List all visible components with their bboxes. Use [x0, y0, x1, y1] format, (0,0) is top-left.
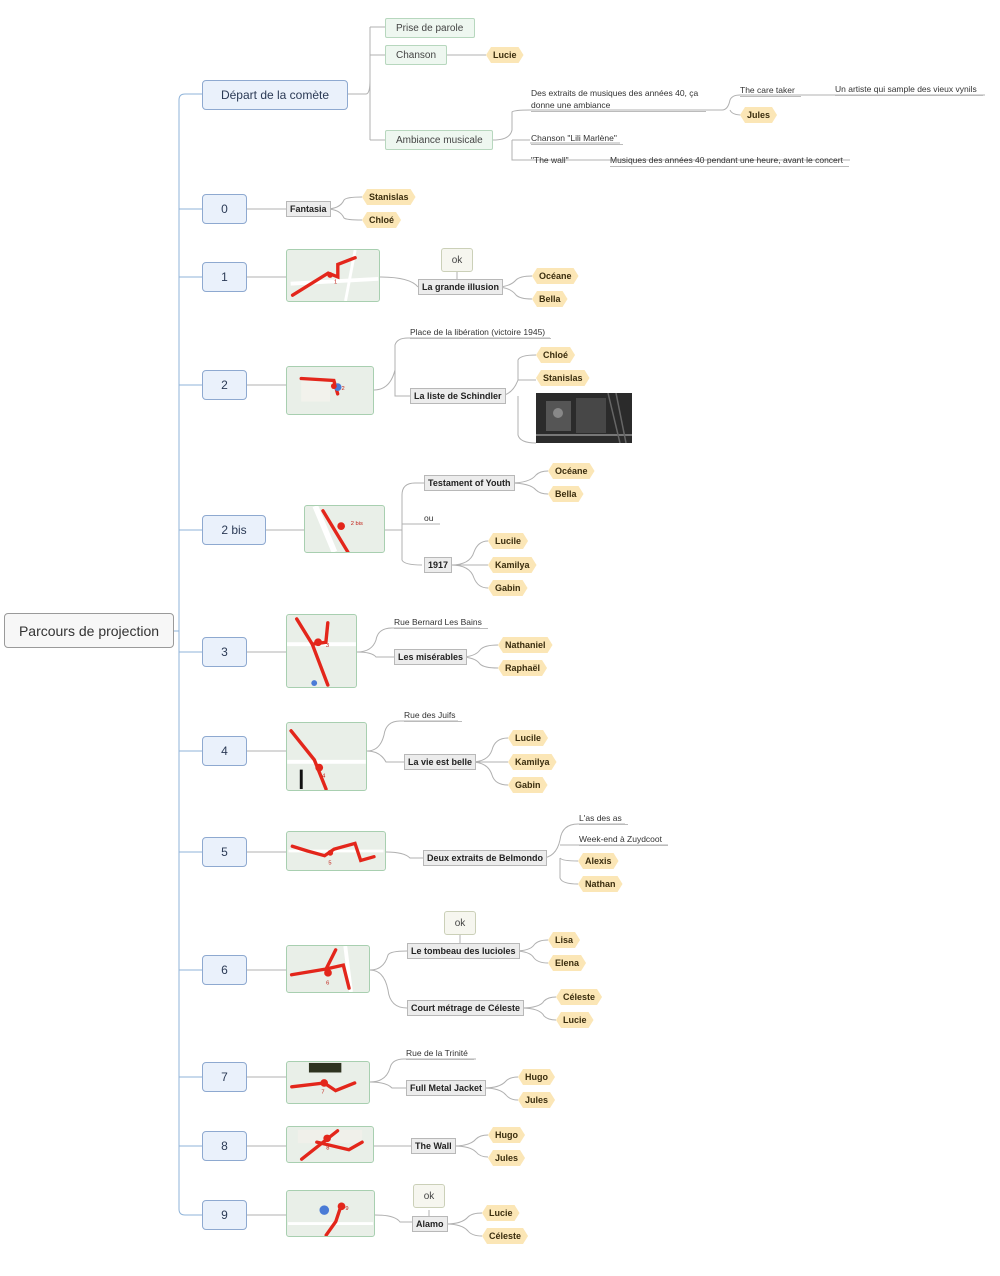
root-node[interactable]: Parcours de projection: [4, 613, 174, 648]
film-la-vie-est-belle[interactable]: La vie est belle: [404, 754, 477, 770]
note-care-taker: The care taker: [740, 84, 801, 97]
step-7[interactable]: 7: [202, 1062, 247, 1092]
step-2-bis[interactable]: 2 bis: [202, 515, 266, 545]
person-oceane[interactable]: Océane: [532, 268, 579, 284]
note-rue-trinite: Rue de la Trinité: [406, 1047, 474, 1060]
film-deux-extraits-belmondo[interactable]: Deux extraits de Belmondo: [423, 850, 548, 866]
note-artiste: Un artiste qui sample des vieux vynils: [835, 83, 983, 96]
person-hugo-2[interactable]: Hugo: [488, 1127, 525, 1143]
map-number-8: 8: [326, 1146, 329, 1152]
film-court-metrage-celeste[interactable]: Court métrage de Céleste: [407, 1000, 525, 1016]
person-celeste[interactable]: Céleste: [556, 989, 602, 1005]
film-fantasia[interactable]: Fantasia: [286, 201, 331, 217]
map-thumbnail-2-bis[interactable]: 2 bis: [304, 505, 385, 553]
film-testament-of-youth[interactable]: Testament of Youth: [424, 475, 515, 491]
map-thumbnail-6[interactable]: 6: [286, 945, 370, 993]
person-nathan[interactable]: Nathan: [578, 876, 623, 892]
note-lili-marlene: Chanson "Lili Marlène": [531, 132, 623, 145]
person-chloe[interactable]: Chloé: [362, 212, 401, 228]
person-jules[interactable]: Jules: [740, 107, 777, 123]
person-nathaniel[interactable]: Nathaniel: [498, 637, 553, 653]
map-number-6: 6: [326, 980, 329, 986]
person-alexis[interactable]: Alexis: [578, 853, 619, 869]
map-number-9: 9: [345, 1206, 348, 1212]
person-stanislas[interactable]: Stanislas: [362, 189, 416, 205]
step-3[interactable]: 3: [202, 637, 247, 667]
map-thumbnail-3[interactable]: 3: [286, 614, 357, 688]
person-gabin-2[interactable]: Gabin: [508, 777, 548, 793]
ok-callout-1: ok: [441, 248, 473, 272]
map-thumbnail-7[interactable]: 7: [286, 1061, 370, 1104]
person-raphael[interactable]: Raphaël: [498, 660, 547, 676]
note-the-wall: "The wall": [531, 155, 569, 165]
node-depart-comete[interactable]: Départ de la comète: [202, 80, 348, 110]
person-kamilya-2[interactable]: Kamilya: [508, 754, 557, 770]
person-celeste-2[interactable]: Céleste: [482, 1228, 528, 1244]
map-thumbnail-4[interactable]: 4: [286, 722, 367, 791]
map-number-2-bis: 2 bis: [351, 521, 363, 527]
person-bella-2[interactable]: Bella: [548, 486, 584, 502]
step-5[interactable]: 5: [202, 837, 247, 867]
node-chanson[interactable]: Chanson: [385, 45, 447, 65]
map-number-5: 5: [328, 860, 331, 866]
note-extraits: Des extraits de musiques des années 40, …: [531, 87, 706, 112]
person-jules-2[interactable]: Jules: [518, 1092, 555, 1108]
film-alamo[interactable]: Alamo: [412, 1216, 448, 1232]
note-rue-des-juifs: Rue des Juifs: [404, 709, 462, 722]
person-bella[interactable]: Bella: [532, 291, 568, 307]
note-rue-bernard: Rue Bernard Les Bains: [394, 616, 488, 629]
film-the-wall[interactable]: The Wall: [411, 1138, 456, 1154]
map-thumbnail-2[interactable]: 2: [286, 366, 374, 415]
ok-callout-6: ok: [444, 911, 476, 935]
step-8[interactable]: 8: [202, 1131, 247, 1161]
node-prise-de-parole[interactable]: Prise de parole: [385, 18, 475, 38]
person-kamilya[interactable]: Kamilya: [488, 557, 537, 573]
note-ou: ou: [424, 513, 434, 523]
map-thumbnail-8[interactable]: 8: [286, 1126, 374, 1163]
step-4[interactable]: 4: [202, 736, 247, 766]
person-chloe-2[interactable]: Chloé: [536, 347, 575, 363]
person-lucie[interactable]: Lucie: [486, 47, 524, 63]
film-full-metal-jacket[interactable]: Full Metal Jacket: [406, 1080, 487, 1096]
person-lucie-3[interactable]: Lucie: [482, 1205, 520, 1221]
note-wall-detail: Musiques des années 40 pendant une heure…: [610, 154, 849, 167]
person-jules-3[interactable]: Jules: [488, 1150, 525, 1166]
map-thumbnail-1[interactable]: 1: [286, 249, 380, 302]
person-lucile[interactable]: Lucile: [488, 533, 528, 549]
map-thumbnail-9[interactable]: 9: [286, 1190, 375, 1237]
film-la-grande-illusion[interactable]: La grande illusion: [418, 279, 504, 295]
film-le-tombeau-des-lucioles[interactable]: Le tombeau des lucioles: [407, 943, 520, 959]
person-gabin[interactable]: Gabin: [488, 580, 528, 596]
person-lucile-2[interactable]: Lucile: [508, 730, 548, 746]
note-las-des-as: L'as des as: [579, 812, 628, 825]
person-lisa[interactable]: Lisa: [548, 932, 580, 948]
film-la-liste-de-schindler[interactable]: La liste de Schindler: [410, 388, 506, 404]
map-number-4: 4: [322, 773, 326, 779]
node-ambiance-musicale[interactable]: Ambiance musicale: [385, 130, 493, 150]
film-still-image: [536, 393, 632, 443]
film-les-miserables[interactable]: Les misérables: [394, 649, 468, 665]
step-9[interactable]: 9: [202, 1200, 247, 1230]
map-number-3: 3: [326, 643, 329, 649]
map-number-2: 2: [342, 386, 345, 392]
map-thumbnail-5[interactable]: 5: [286, 831, 386, 871]
step-1[interactable]: 1: [202, 262, 247, 292]
person-lucie-2[interactable]: Lucie: [556, 1012, 594, 1028]
step-0[interactable]: 0: [202, 194, 247, 224]
map-number-7: 7: [321, 1089, 324, 1095]
film-1917[interactable]: 1917: [424, 557, 453, 573]
person-hugo[interactable]: Hugo: [518, 1069, 555, 1085]
person-stanislas-2[interactable]: Stanislas: [536, 370, 590, 386]
note-week-end-zuydcoot: Week-end à Zuydcoot: [579, 833, 668, 846]
step-2[interactable]: 2: [202, 370, 247, 400]
step-6[interactable]: 6: [202, 955, 247, 985]
person-oceane-2[interactable]: Océane: [548, 463, 595, 479]
map-number-1: 1: [334, 280, 337, 286]
person-elena[interactable]: Elena: [548, 955, 586, 971]
ok-callout-9: ok: [413, 1184, 445, 1208]
note-place-liberation: Place de la libération (victoire 1945): [410, 326, 552, 339]
